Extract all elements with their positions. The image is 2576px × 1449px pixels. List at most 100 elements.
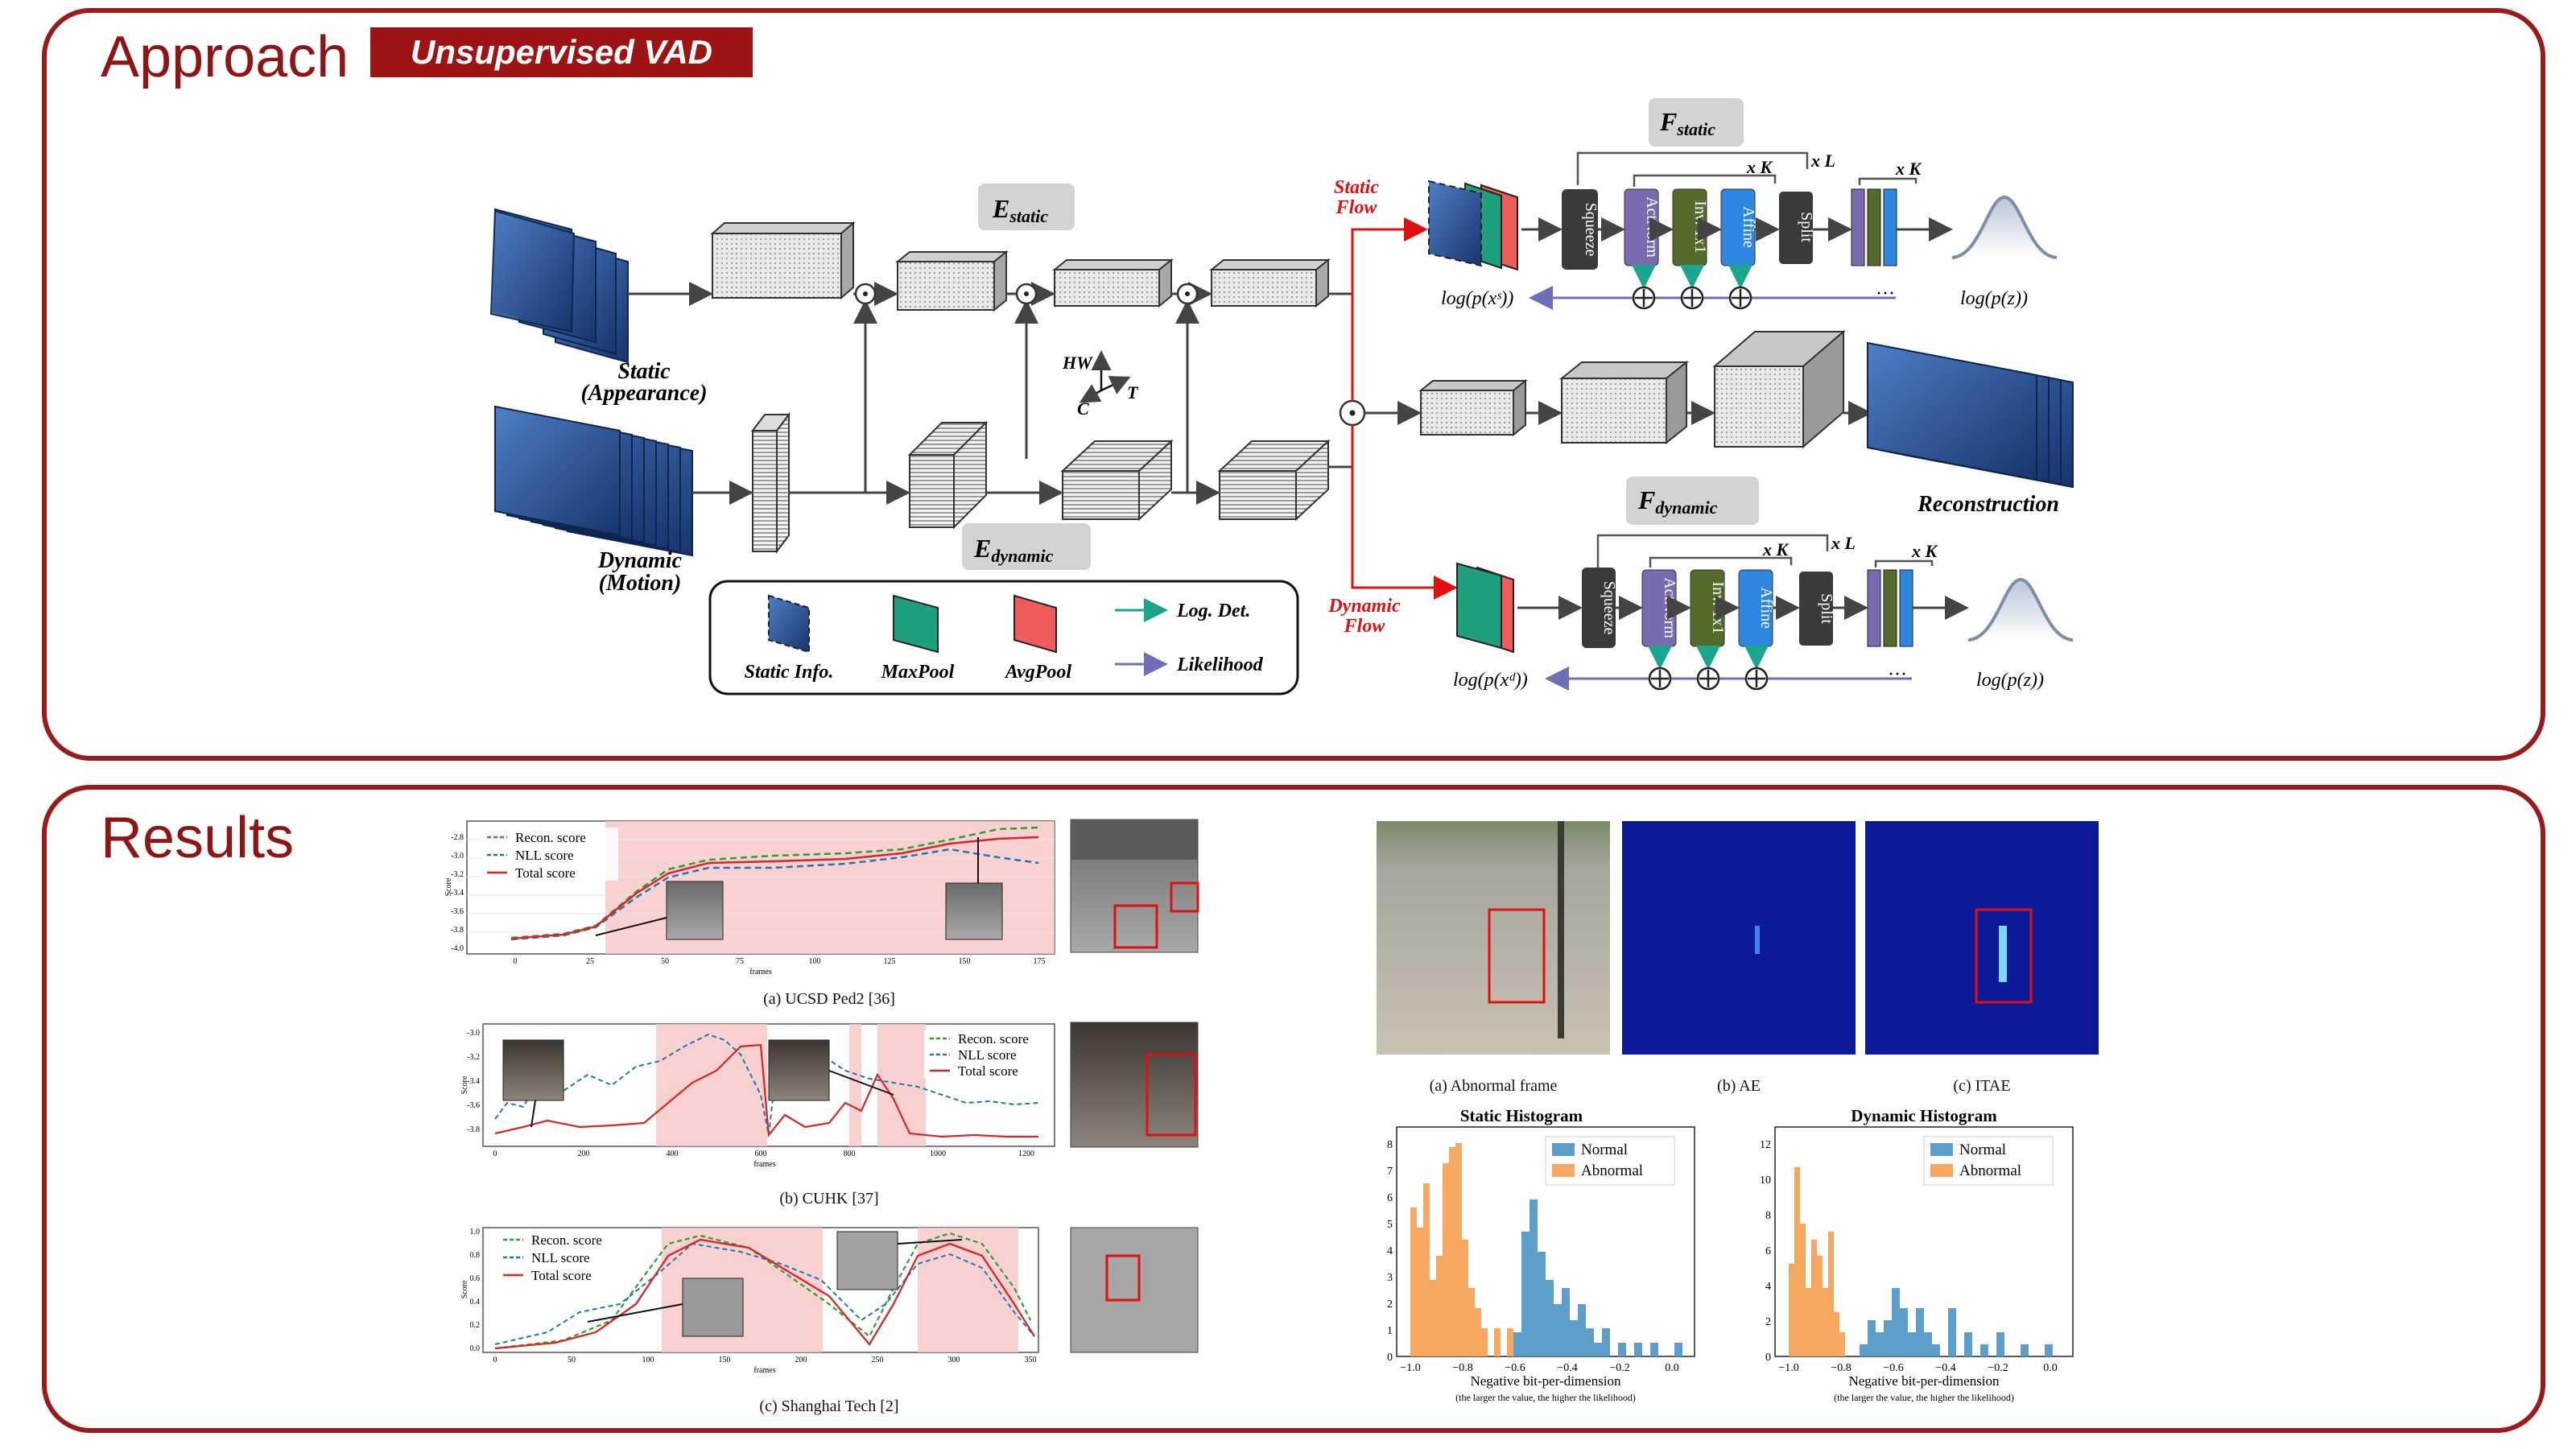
dynamic-histogram: Dynamic Histogram Normal Abnormal 024681… — [1760, 1106, 2074, 1403]
svg-text:Total score: Total score — [531, 1268, 592, 1283]
dynamic-feature-block-3 — [1060, 439, 1174, 522]
svg-text:-3.0: -3.0 — [451, 852, 464, 861]
svg-text:0.0: 0.0 — [2043, 1362, 2058, 1374]
svg-text:0: 0 — [493, 1150, 497, 1158]
static-flow-label2: Flow — [1335, 197, 1378, 218]
svg-text:200: 200 — [795, 1356, 807, 1364]
static-flow-title-tag — [1649, 98, 1744, 147]
legend-maxpool-swatch — [893, 594, 939, 654]
reconstruction-label: Reconstruction — [1917, 492, 2059, 517]
caption-cuhk: (b) CUHK [37] — [779, 1190, 878, 1208]
svg-text:Score: Score — [444, 877, 453, 896]
legend-likelihood: Likelihood — [1176, 654, 1264, 675]
svg-text:Negative bit-per-dimension: Negative bit-per-dimension — [1848, 1373, 2000, 1389]
legend-avgpool-swatch — [1013, 594, 1057, 654]
dynamic-xk2-label: x K — [1911, 541, 1938, 561]
static-flow-squeeze: Squeeze — [1562, 189, 1600, 270]
svg-text:0: 0 — [493, 1356, 497, 1364]
svg-text:1.0: 1.0 — [470, 1228, 481, 1236]
dynamic-xk-label: x K — [1762, 539, 1790, 559]
static-feature-block-3 — [1052, 258, 1174, 308]
approach-title: Approach — [101, 25, 349, 89]
dynamic-flow-split: Split — [1799, 572, 1835, 646]
svg-text:Affine: Affine — [1757, 587, 1775, 629]
legend-avgpool: AvgPool — [1004, 662, 1072, 683]
svg-text:800: 800 — [844, 1150, 856, 1158]
static-flow-input — [1428, 180, 1518, 271]
decoder-block-2 — [1559, 360, 1689, 445]
static-flow-affine: Affine — [1720, 188, 1757, 266]
svg-text:Recon. score: Recon. score — [531, 1232, 602, 1248]
svg-text:Total score: Total score — [958, 1063, 1018, 1079]
svg-text:5: 5 — [1387, 1219, 1393, 1231]
svg-text:NLL score: NLL score — [958, 1047, 1017, 1063]
static-encoder-label: E — [992, 194, 1009, 223]
cuhk-sample-frame — [1070, 1022, 1199, 1148]
svg-text:Recon. score: Recon. score — [958, 1031, 1029, 1046]
svg-text:−0.8: −0.8 — [1452, 1362, 1472, 1374]
svg-text:75: 75 — [736, 957, 744, 966]
method-badge: Unsupervised VAD — [370, 27, 753, 77]
static-gaussian-icon — [1951, 195, 2058, 259]
caption-ucsd: (a) UCSD Ped2 [36] — [763, 990, 895, 1008]
dynamic-input-stack — [494, 405, 693, 557]
decoder-block-3 — [1712, 329, 1846, 449]
svg-text:4: 4 — [1765, 1281, 1771, 1293]
svg-text:−0.4: −0.4 — [1935, 1362, 1955, 1374]
svg-text:Affine: Affine — [1740, 206, 1757, 248]
abnormal-frame-image — [1377, 821, 1610, 1055]
svg-text:−1.0: −1.0 — [1400, 1362, 1420, 1374]
architecture-diagram: Static (Appearance) Dynamic (Motion) — [489, 98, 2074, 696]
svg-text:10: 10 — [1760, 1174, 1771, 1187]
svg-text:Split: Split — [1798, 212, 1815, 242]
svg-text:0: 0 — [514, 957, 518, 966]
svg-text:−0.2: −0.2 — [1609, 1362, 1629, 1374]
static-flow-actnorm: ActNorm — [1624, 188, 1661, 266]
axis-c: C — [1077, 398, 1089, 419]
svg-text:Normal: Normal — [1959, 1141, 2006, 1158]
static-encoder-tag — [978, 184, 1075, 230]
score-plot-ucsd: Recon. score NLL score Total score -2.8-… — [444, 820, 1055, 976]
dynamic-flow-label2: Flow — [1344, 616, 1386, 637]
svg-text:7: 7 — [1387, 1166, 1393, 1178]
svg-text:8: 8 — [1387, 1139, 1393, 1151]
axis-indicator — [1079, 350, 1131, 403]
svg-text:8: 8 — [1765, 1210, 1771, 1222]
legend-nll: NLL score — [515, 848, 574, 863]
dynamic-histogram-title: Dynamic Histogram — [1851, 1106, 1997, 1125]
svg-text:150: 150 — [719, 1356, 731, 1364]
svg-text:-3.4: -3.4 — [451, 889, 464, 898]
svg-text:−0.6: −0.6 — [1505, 1362, 1525, 1374]
svg-text:1000: 1000 — [930, 1150, 946, 1158]
caption-itae: (c) ITAE — [1953, 1077, 2010, 1095]
svg-text:Negative bit-per-dimension: Negative bit-per-dimension — [1470, 1373, 1621, 1389]
svg-text:0.0: 0.0 — [470, 1344, 481, 1353]
static-histogram-title: Static Histogram — [1460, 1106, 1583, 1125]
svg-text:400: 400 — [667, 1150, 679, 1158]
static-input-sublabel: (Appearance) — [580, 381, 707, 406]
dynamic-feature-block-4 — [1217, 439, 1331, 522]
svg-text:12: 12 — [1760, 1139, 1771, 1151]
static-flow-split: Split — [1779, 192, 1815, 264]
legend-logdet: Log. Det. — [1176, 601, 1250, 621]
svg-text:frames: frames — [753, 1366, 775, 1375]
dynamic-flow-stack — [1867, 569, 1913, 647]
dynamic-xl-label: x L — [1831, 533, 1856, 553]
svg-text:Abnormal: Abnormal — [1581, 1162, 1643, 1179]
svg-text:200: 200 — [578, 1150, 590, 1158]
dynamic-loglik-x: log(p(xᵈ)) — [1453, 670, 1528, 691]
svg-text:Score: Score — [460, 1280, 469, 1298]
dynamic-flow-title-tag — [1626, 477, 1759, 525]
dynamic-flow-squeeze: Squeeze — [1582, 568, 1618, 648]
score-plot-cuhk: Recon. score NLL score Total score -3.0-… — [460, 1023, 1055, 1169]
score-plot-shanghaitech: Recon. score NLL score Total score 1.00.… — [460, 1227, 1039, 1375]
ucsd-sample-frame — [1070, 819, 1199, 953]
static-xk2-label: x K — [1895, 159, 1922, 179]
legend-recon: Recon. score — [515, 830, 586, 845]
dynamic-dots: ··· — [1888, 664, 1907, 685]
svg-text:Score: Score — [460, 1075, 469, 1094]
svg-text:4: 4 — [1387, 1245, 1393, 1257]
svg-text:2: 2 — [1765, 1316, 1771, 1328]
svg-text:frames: frames — [753, 1160, 775, 1169]
svg-text:Split: Split — [1818, 593, 1835, 624]
